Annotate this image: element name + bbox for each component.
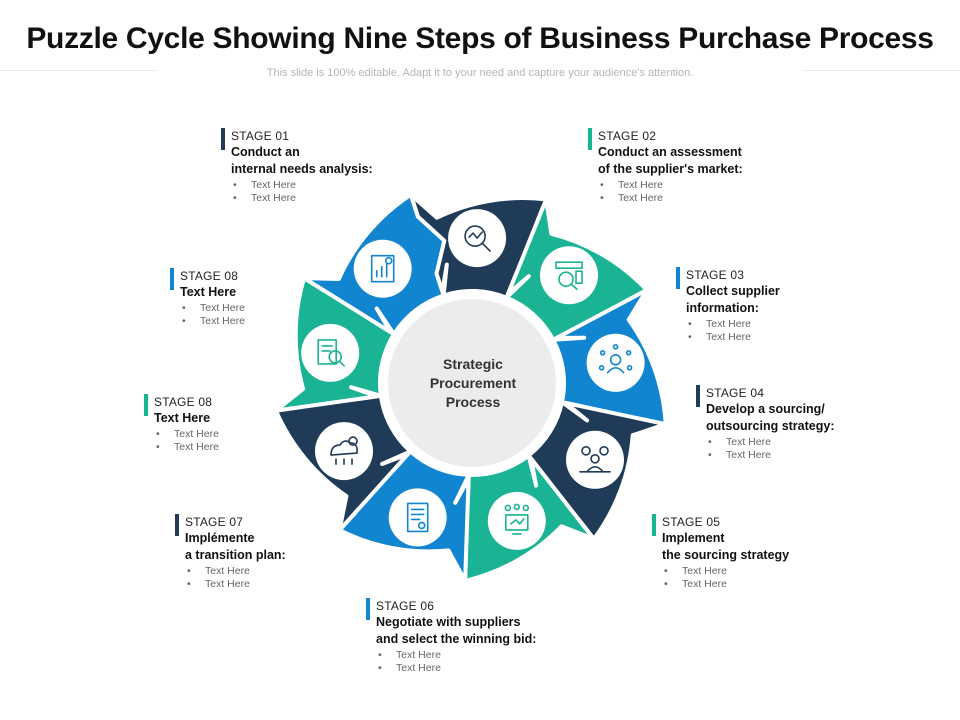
- stage-02-heading: Conduct an assessment of the supplier's …: [598, 145, 743, 176]
- stage-08-upper-heading: Text Here: [180, 285, 237, 299]
- stage-08-lower-bullet: Text Here: [154, 428, 219, 441]
- stage-07-heading: Implémente a transition plan:: [185, 531, 286, 562]
- stage-08-lower-heading: Text Here: [154, 411, 211, 425]
- stage-04-heading: Develop a sourcing/ outsourcing strategy…: [706, 402, 835, 433]
- stage-05-label: STAGE 05: [662, 515, 721, 529]
- stage-02-bullet: Text Here: [598, 179, 743, 192]
- gear-cloud-icon: [315, 422, 373, 481]
- stage-07-label: STAGE 07: [185, 515, 244, 529]
- center-circle: [388, 299, 556, 467]
- stage-05-bullet: Text Here: [662, 578, 789, 591]
- icon-badge: [388, 488, 447, 547]
- stage-01-heading: Conduct an internal needs analysis:: [231, 145, 373, 176]
- stage-06: STAGE 06 Negotiate with suppliers and se…: [366, 598, 536, 675]
- stage-01-label: STAGE 01: [231, 129, 290, 143]
- stage-03-bullet: Text Here: [686, 318, 780, 331]
- magnifier-chart-icon: [448, 209, 507, 268]
- icon-badge: [586, 333, 645, 392]
- stage-08-lower: STAGE 08 Text Here Text Here Text Here: [144, 394, 219, 454]
- stage-05-heading: Implement the sourcing strategy: [662, 531, 790, 562]
- icon-badge: [315, 422, 373, 481]
- stage-08-upper-bullet: Text Here: [180, 315, 245, 328]
- stage-08-upper-bullets: Text Here Text Here: [180, 302, 245, 328]
- stage-04-accent-bar: [696, 385, 700, 407]
- divider-right: [802, 70, 960, 71]
- stage-05: STAGE 05 Implement the sourcing strategy…: [652, 514, 789, 591]
- stage-07-accent-bar: [175, 514, 179, 536]
- center-label: Strategic Procurement Process: [429, 356, 517, 410]
- stage-02-bullet: Text Here: [598, 192, 743, 205]
- icon-badge: [566, 430, 624, 489]
- stage-06-bullet: Text Here: [376, 662, 536, 675]
- stage-05-bullet: Text Here: [662, 565, 789, 578]
- stage-03: STAGE 03 Collect supplier information: T…: [676, 267, 780, 344]
- stage-03-bullet: Text Here: [686, 331, 780, 344]
- stage-08-upper-bullet: Text Here: [180, 302, 245, 315]
- stage-06-bullets: Text Here Text Here: [376, 649, 536, 675]
- stage-02-accent-bar: [588, 128, 592, 150]
- stage-04: STAGE 04 Develop a sourcing/ outsourcing…: [696, 385, 835, 462]
- segment-icons: [301, 209, 645, 550]
- slide-subtitle: This slide is 100% editable. Adapt it to…: [266, 67, 694, 79]
- stage-04-bullet: Text Here: [706, 436, 835, 449]
- stage-04-bullet: Text Here: [706, 449, 835, 462]
- icon-badge: [353, 239, 412, 298]
- stage-06-label: STAGE 06: [376, 599, 435, 613]
- contract-document-icon: [388, 488, 447, 547]
- network-person-icon: [586, 333, 645, 392]
- stage-07-bullets: Text Here Text Here: [185, 565, 286, 591]
- stage-03-label: STAGE 03: [686, 268, 745, 282]
- stage-03-bullets: Text Here Text Here: [686, 318, 780, 344]
- stage-07-bullet: Text Here: [185, 565, 286, 578]
- stage-02: STAGE 02 Conduct an assessment of the su…: [588, 128, 743, 205]
- icon-badge: [540, 246, 598, 305]
- divider-left: [0, 70, 158, 71]
- stage-03-accent-bar: [676, 267, 680, 289]
- stage-06-bullet: Text Here: [376, 649, 536, 662]
- stage-08-upper-label: STAGE 08: [180, 269, 239, 283]
- stage-04-label: STAGE 04: [706, 386, 765, 400]
- stage-06-accent-bar: [366, 598, 370, 620]
- stage-01-accent-bar: [221, 128, 225, 150]
- stage-08-lower-label: STAGE 08: [154, 395, 213, 409]
- stage-02-label: STAGE 02: [598, 129, 657, 143]
- stage-02-bullets: Text Here Text Here: [598, 179, 743, 205]
- stage-05-accent-bar: [652, 514, 656, 536]
- stage-04-bullets: Text Here Text Here: [706, 436, 835, 462]
- stage-01-bullet: Text Here: [231, 192, 373, 205]
- monitor-network-icon: [487, 491, 546, 550]
- stage-08-lower-accent-bar: [144, 394, 148, 416]
- stage-08-lower-bullet: Text Here: [154, 441, 219, 454]
- stage-01-bullets: Text Here Text Here: [231, 179, 373, 205]
- stage-01: STAGE 01 Conduct an internal needs analy…: [221, 128, 373, 205]
- stage-03-heading: Collect supplier information:: [686, 284, 780, 315]
- stage-08-upper-accent-bar: [170, 268, 174, 290]
- market-analysis-icon: [540, 246, 598, 305]
- team-meeting-icon: [566, 430, 624, 489]
- stage-07: STAGE 07 Implémente a transition plan: T…: [175, 514, 286, 591]
- stage-06-heading: Negotiate with suppliers and select the …: [376, 615, 537, 646]
- document-search-icon: [301, 323, 360, 382]
- stage-01-bullet: Text Here: [231, 179, 373, 192]
- stage-08-lower-bullets: Text Here Text Here: [154, 428, 219, 454]
- stage-07-bullet: Text Here: [185, 578, 286, 591]
- slide-title: Puzzle Cycle Showing Nine Steps of Busin…: [26, 22, 934, 55]
- growth-chart-icon: [353, 239, 412, 298]
- stage-05-bullets: Text Here Text Here: [662, 565, 789, 591]
- stage-08-upper: STAGE 08 Text Here Text Here Text Here: [170, 268, 245, 328]
